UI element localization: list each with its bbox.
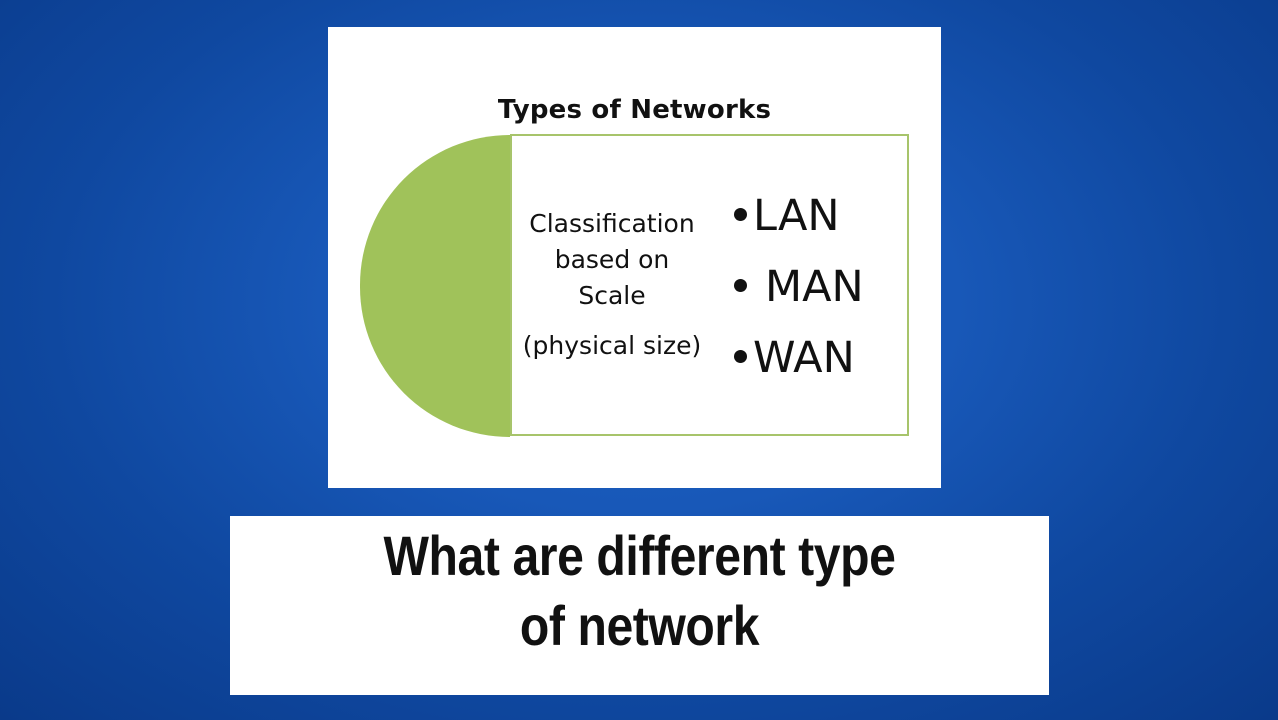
classification-line-2: based on [554, 245, 670, 274]
list-item: WAN [734, 330, 904, 401]
bullet-icon [734, 279, 747, 292]
classification-line-4: (physical size) [522, 331, 702, 360]
caption-text: What are different type of network [287, 521, 991, 661]
list-item: LAN [734, 188, 904, 259]
bullet-label-man: MAN [765, 262, 864, 312]
classification-text: Classification based on Scale (physical … [512, 206, 712, 364]
caption-line-1: What are different type [383, 524, 896, 587]
caption-line-2: of network [519, 594, 760, 657]
green-half-circle [360, 135, 510, 437]
classification-line-1: Classification [529, 209, 695, 238]
bullet-icon [734, 350, 747, 363]
slide-card: Types of Networks Classification based o… [328, 27, 941, 488]
bullet-label-wan: WAN [753, 333, 855, 383]
caption-box: What are different type of network [230, 516, 1049, 695]
classification-box: Classification based on Scale (physical … [510, 134, 909, 436]
classification-line-3: Scale [578, 281, 646, 310]
network-type-list: LAN MAN WAN [734, 188, 904, 401]
list-item: MAN [734, 259, 904, 330]
slide-title: Types of Networks [497, 95, 772, 125]
bullet-icon [734, 208, 747, 221]
bullet-label-lan: LAN [753, 191, 840, 241]
